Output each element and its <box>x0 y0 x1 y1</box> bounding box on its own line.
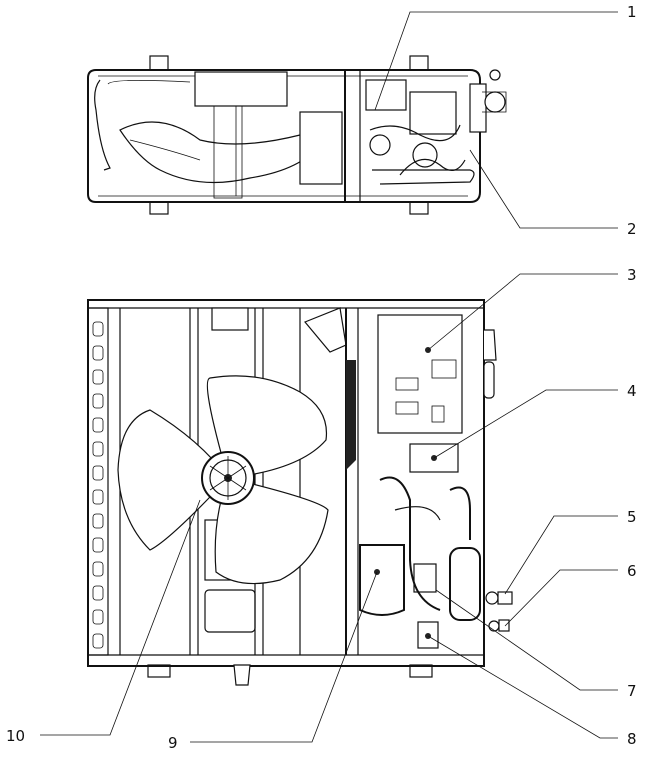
front-view-pipe <box>449 486 471 540</box>
top-view-fitting <box>412 142 438 168</box>
leader-2 <box>469 149 618 229</box>
front-view-accumulator <box>449 547 481 621</box>
fan-blade-right <box>214 477 329 585</box>
front-view-service-valve-gas <box>485 591 499 605</box>
leader-1 <box>374 11 618 111</box>
top-view-valve-cap <box>484 91 506 113</box>
leader-10 <box>40 499 201 736</box>
top-view-mount-tab <box>149 55 169 71</box>
leader-3 <box>427 273 618 351</box>
front-view-handle <box>484 329 497 361</box>
front-view-pipe <box>394 506 441 521</box>
front-view-handle-grip <box>483 361 495 399</box>
front-view <box>87 299 513 686</box>
leader-6 <box>504 569 618 627</box>
callout-9-label: 9 <box>168 734 178 752</box>
pcb-board <box>377 314 463 434</box>
front-view-compressor <box>359 544 405 616</box>
top-view-pipe <box>369 124 461 142</box>
top-view-pcb <box>365 79 407 111</box>
front-view-baffle <box>304 307 347 353</box>
fan-blade-top <box>206 375 328 479</box>
top-view-fan-shroud <box>194 71 288 107</box>
top-view-blade-detail <box>129 139 201 161</box>
top-view-mount-tab <box>149 201 169 215</box>
callout-1-label: 1 <box>627 3 637 21</box>
top-view-fan-blade <box>119 121 321 184</box>
callout-10-label: 10 <box>6 727 25 745</box>
callout-leaders <box>40 11 618 743</box>
front-view-drain <box>233 664 251 686</box>
top-view-service-valve <box>469 83 487 133</box>
top-view-motor <box>299 111 343 185</box>
front-view-top-bracket <box>211 307 249 331</box>
top-view-pipe <box>372 169 475 185</box>
leader-9 <box>190 571 378 743</box>
top-view-mount-tab <box>409 55 429 71</box>
top-view-valve-block <box>409 91 457 135</box>
pcb-component <box>395 401 419 415</box>
front-view-filter <box>417 621 439 649</box>
front-view-valve-coil <box>409 443 459 473</box>
leader-8 <box>427 635 618 739</box>
top-view-coil-edge <box>107 80 191 85</box>
leader-5 <box>504 515 618 595</box>
leader-4 <box>433 389 618 459</box>
front-view-motor-bracket-foot <box>204 589 256 633</box>
top-view-mount-tab <box>409 201 429 215</box>
front-view-insulation <box>346 360 356 470</box>
front-view-coil-grille <box>87 307 109 656</box>
front-view-service-valve-liquid <box>488 620 500 632</box>
top-view-motor-mount <box>213 105 243 199</box>
front-view-pcb <box>377 314 463 434</box>
front-view-pipe <box>379 476 441 611</box>
pcb-component <box>395 377 419 391</box>
top-view-valve-cap <box>489 69 501 81</box>
top-view <box>87 55 507 215</box>
leader-7 <box>435 589 618 691</box>
callout-5-label: 5 <box>627 508 637 526</box>
front-view-service-valve-liquid-cap <box>498 619 510 632</box>
pcb-component <box>431 405 445 423</box>
top-view-pipe <box>399 158 466 176</box>
pcb-component <box>431 359 457 379</box>
callout-7-label: 7 <box>627 682 637 700</box>
callout-6-label: 6 <box>627 562 637 580</box>
callout-3-label: 3 <box>627 266 637 284</box>
top-view-housing <box>87 69 481 203</box>
callout-4-label: 4 <box>627 382 637 400</box>
front-view-eev <box>413 563 437 593</box>
top-view-valve-body <box>482 91 507 113</box>
fan-hub-spokes <box>209 456 247 500</box>
top-view-coil-bend <box>94 79 111 171</box>
fan-blade-left <box>117 409 229 551</box>
front-view-service-valve-gas-cap <box>497 591 513 605</box>
top-view-fitting <box>369 134 391 156</box>
front-view-fan <box>117 375 329 585</box>
callout-2-label: 2 <box>627 220 637 238</box>
callout-8-label: 8 <box>627 730 637 748</box>
callout-labels: 1 2 3 4 5 6 7 8 9 10 <box>6 3 637 752</box>
front-view-grille-slots <box>92 321 104 649</box>
